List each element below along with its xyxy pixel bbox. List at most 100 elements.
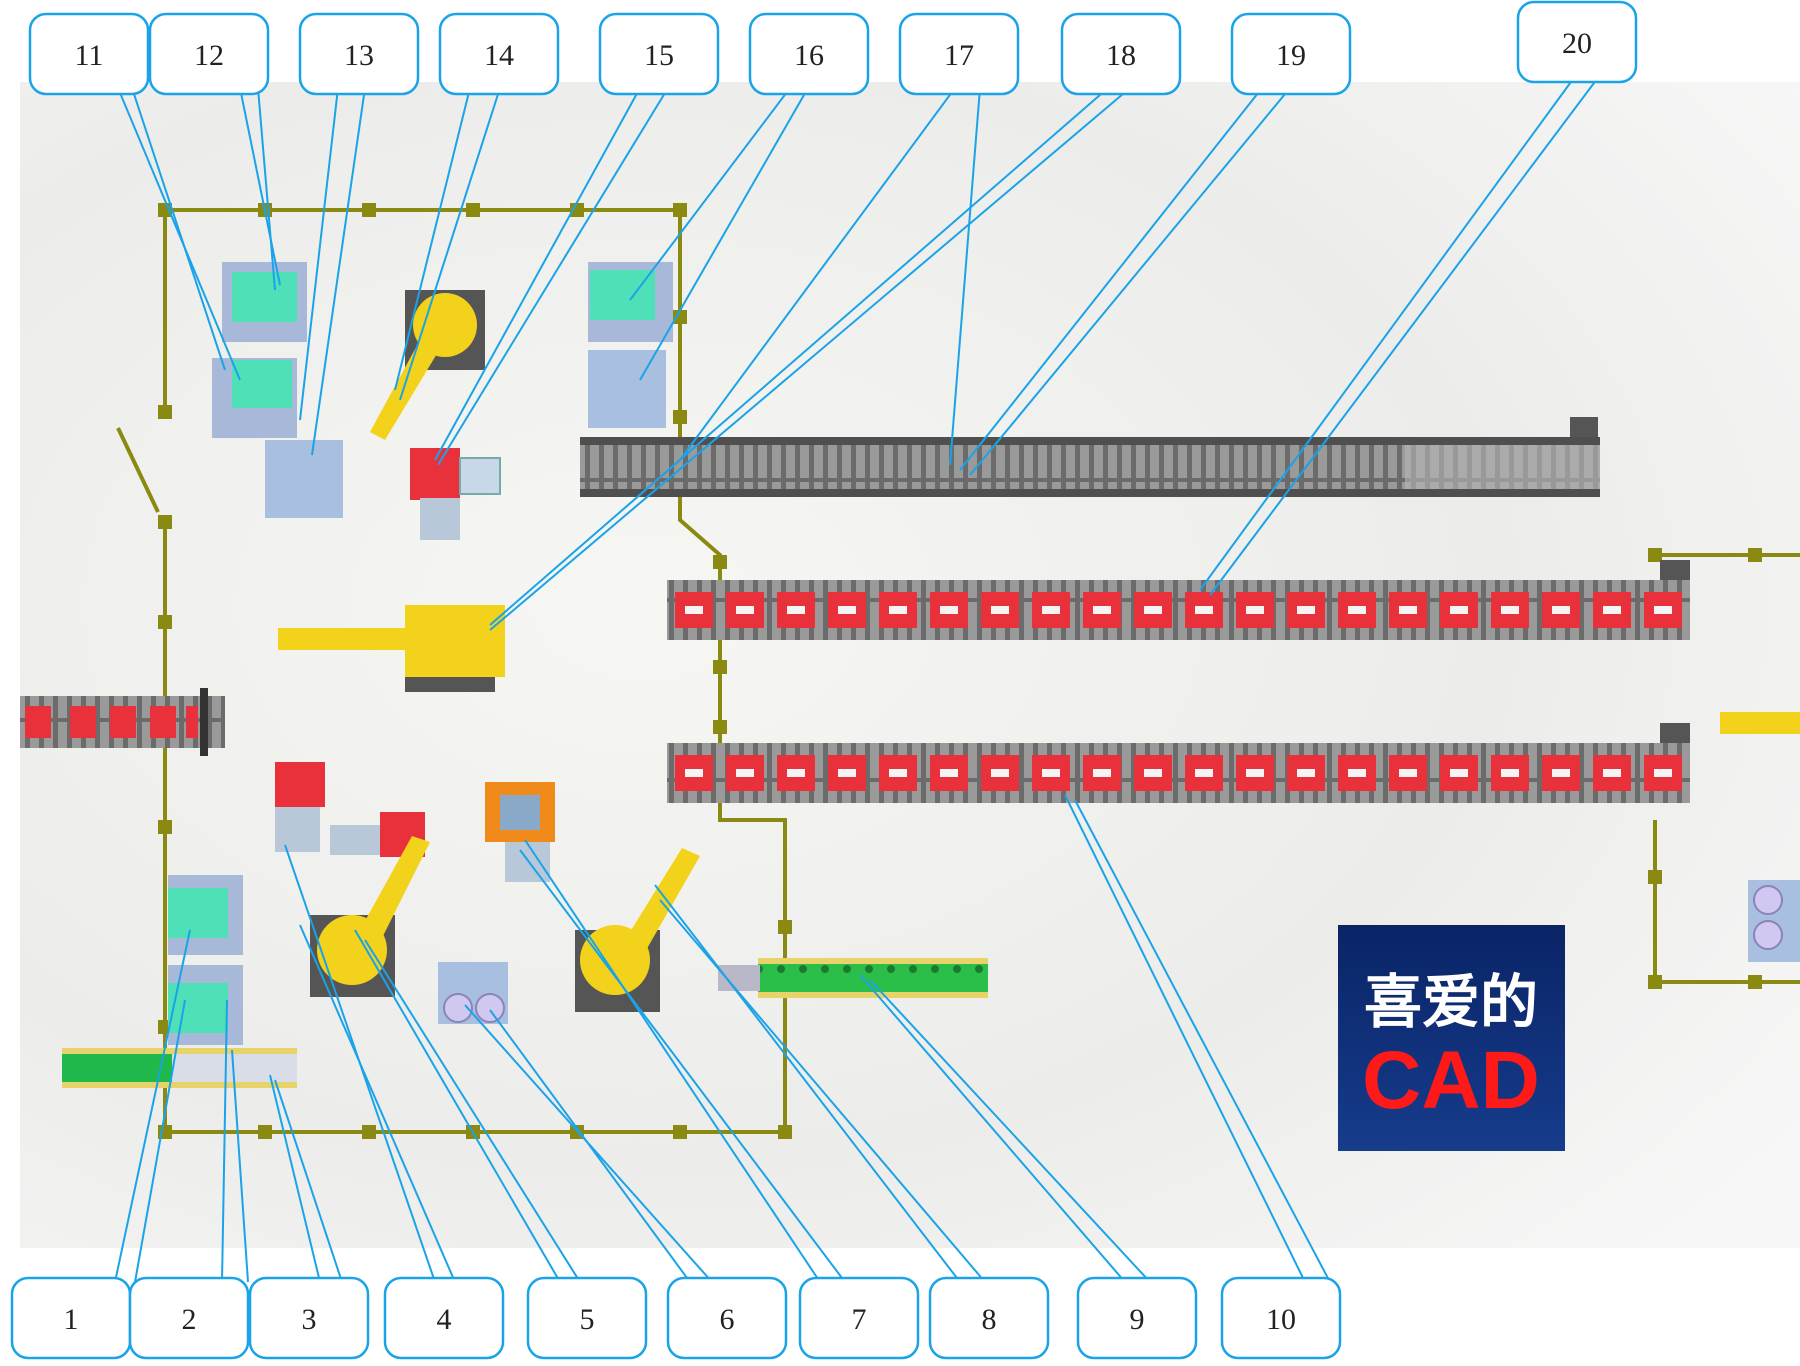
- callout-number: 9: [1130, 1303, 1145, 1336]
- fixture-detail: [838, 769, 856, 777]
- cnc-machine-icon: [168, 262, 673, 1045]
- callout-number: 1: [64, 1303, 79, 1336]
- fixture-detail: [838, 606, 856, 614]
- fixture-detail: [1093, 606, 1111, 614]
- callout-number: 5: [580, 1303, 595, 1336]
- callout-box: [128, 1276, 250, 1360]
- conveyor-icon: [580, 417, 1600, 497]
- callout-number: 2: [182, 1303, 197, 1336]
- fixture-detail: [1552, 606, 1570, 614]
- fixture-detail: [940, 606, 958, 614]
- callout-box: [666, 1276, 788, 1360]
- callout-box: [1220, 1276, 1342, 1360]
- callout-box: [1516, 0, 1638, 84]
- callout-5: 5: [526, 1276, 648, 1360]
- callout-1: 1: [10, 1276, 132, 1360]
- callout-box: [1230, 12, 1352, 96]
- callout-number: 20: [1562, 27, 1592, 60]
- callout-19: 19: [1230, 12, 1352, 96]
- fixture-detail: [1195, 606, 1213, 614]
- fixture-detail: [685, 769, 703, 777]
- callout-number: 7: [852, 1303, 867, 1336]
- fixture-detail: [1246, 606, 1264, 614]
- callout-box: [798, 1276, 920, 1360]
- fixture-icon: [675, 592, 1682, 791]
- callout-2: 2: [128, 1276, 250, 1360]
- callout-number: 16: [794, 39, 824, 72]
- callout-7: 7: [798, 1276, 920, 1360]
- fixture-detail: [1297, 769, 1315, 777]
- callout-11: 11: [28, 12, 150, 96]
- callout-number: 12: [194, 39, 224, 72]
- fixture-detail: [1399, 769, 1417, 777]
- badge-line2: CAD: [1362, 1035, 1540, 1126]
- callout-15: 15: [598, 12, 720, 96]
- callout-number: 4: [437, 1303, 452, 1336]
- callout-number: 10: [1266, 1303, 1296, 1336]
- fixture-detail: [1093, 769, 1111, 777]
- fixture-detail: [685, 606, 703, 614]
- fixture-detail: [787, 769, 805, 777]
- callout-number: 15: [644, 39, 674, 72]
- callout-16: 16: [748, 12, 870, 96]
- callout-13: 13: [298, 12, 420, 96]
- fixture-detail: [1195, 769, 1213, 777]
- callout-box: [438, 12, 560, 96]
- fixture-detail: [1552, 769, 1570, 777]
- callout-8: 8: [928, 1276, 1050, 1360]
- fixture-detail: [1450, 606, 1468, 614]
- infeed-conveyor: [20, 688, 225, 756]
- fixture-detail: [1042, 769, 1060, 777]
- fixture-detail: [889, 769, 907, 777]
- spindle-rollers: [443, 885, 1783, 1023]
- callout-6: 6: [666, 1276, 788, 1360]
- fixture-detail: [1246, 769, 1264, 777]
- badge-background: [1338, 925, 1565, 1151]
- fixture-detail: [1603, 769, 1621, 777]
- callout-box: [1076, 1276, 1198, 1360]
- callout-box: [298, 12, 420, 96]
- callout-18: 18: [1060, 12, 1182, 96]
- callout-number: 17: [944, 39, 974, 72]
- assembly-fixtures: [275, 448, 555, 882]
- callout-box: [148, 12, 270, 96]
- fixture-detail: [940, 769, 958, 777]
- callout-number: 11: [75, 39, 104, 72]
- fixture-detail: [991, 606, 1009, 614]
- green-conveyor: [62, 958, 988, 1088]
- leader-lines: [114, 74, 1601, 1283]
- callout-number: 19: [1276, 39, 1306, 72]
- fixture-detail: [991, 769, 1009, 777]
- fixture-detail: [1348, 606, 1366, 614]
- callout-number: 6: [720, 1303, 735, 1336]
- callout-number: 14: [484, 39, 514, 72]
- fixture-detail: [1042, 606, 1060, 614]
- callout-number: 18: [1106, 39, 1136, 72]
- fixture-detail: [1144, 769, 1162, 777]
- callout-number: 8: [982, 1303, 997, 1336]
- fixture-detail: [1501, 769, 1519, 777]
- callout-12: 12: [148, 12, 270, 96]
- fixture-detail: [1654, 606, 1672, 614]
- fixture-detail: [1603, 606, 1621, 614]
- fixture-detail: [1450, 769, 1468, 777]
- fixture-detail: [1348, 769, 1366, 777]
- fixture-detail: [889, 606, 907, 614]
- callout-box: [526, 1276, 648, 1360]
- callout-14: 14: [438, 12, 560, 96]
- callout-box: [248, 1276, 370, 1360]
- callout-number: 3: [302, 1303, 317, 1336]
- industrial-robot-icon: [278, 290, 1800, 1012]
- callout-3: 3: [248, 1276, 370, 1360]
- callout-box: [598, 12, 720, 96]
- fixture-detail: [1501, 606, 1519, 614]
- callout-20: 20: [1516, 0, 1638, 84]
- callout-box: [383, 1276, 505, 1360]
- fixture-detail: [736, 769, 754, 777]
- callout-9: 9: [1076, 1276, 1198, 1360]
- callout-box: [28, 12, 150, 96]
- cad-badge: 喜爱的 CAD: [1338, 925, 1565, 1151]
- callout-box: [1060, 12, 1182, 96]
